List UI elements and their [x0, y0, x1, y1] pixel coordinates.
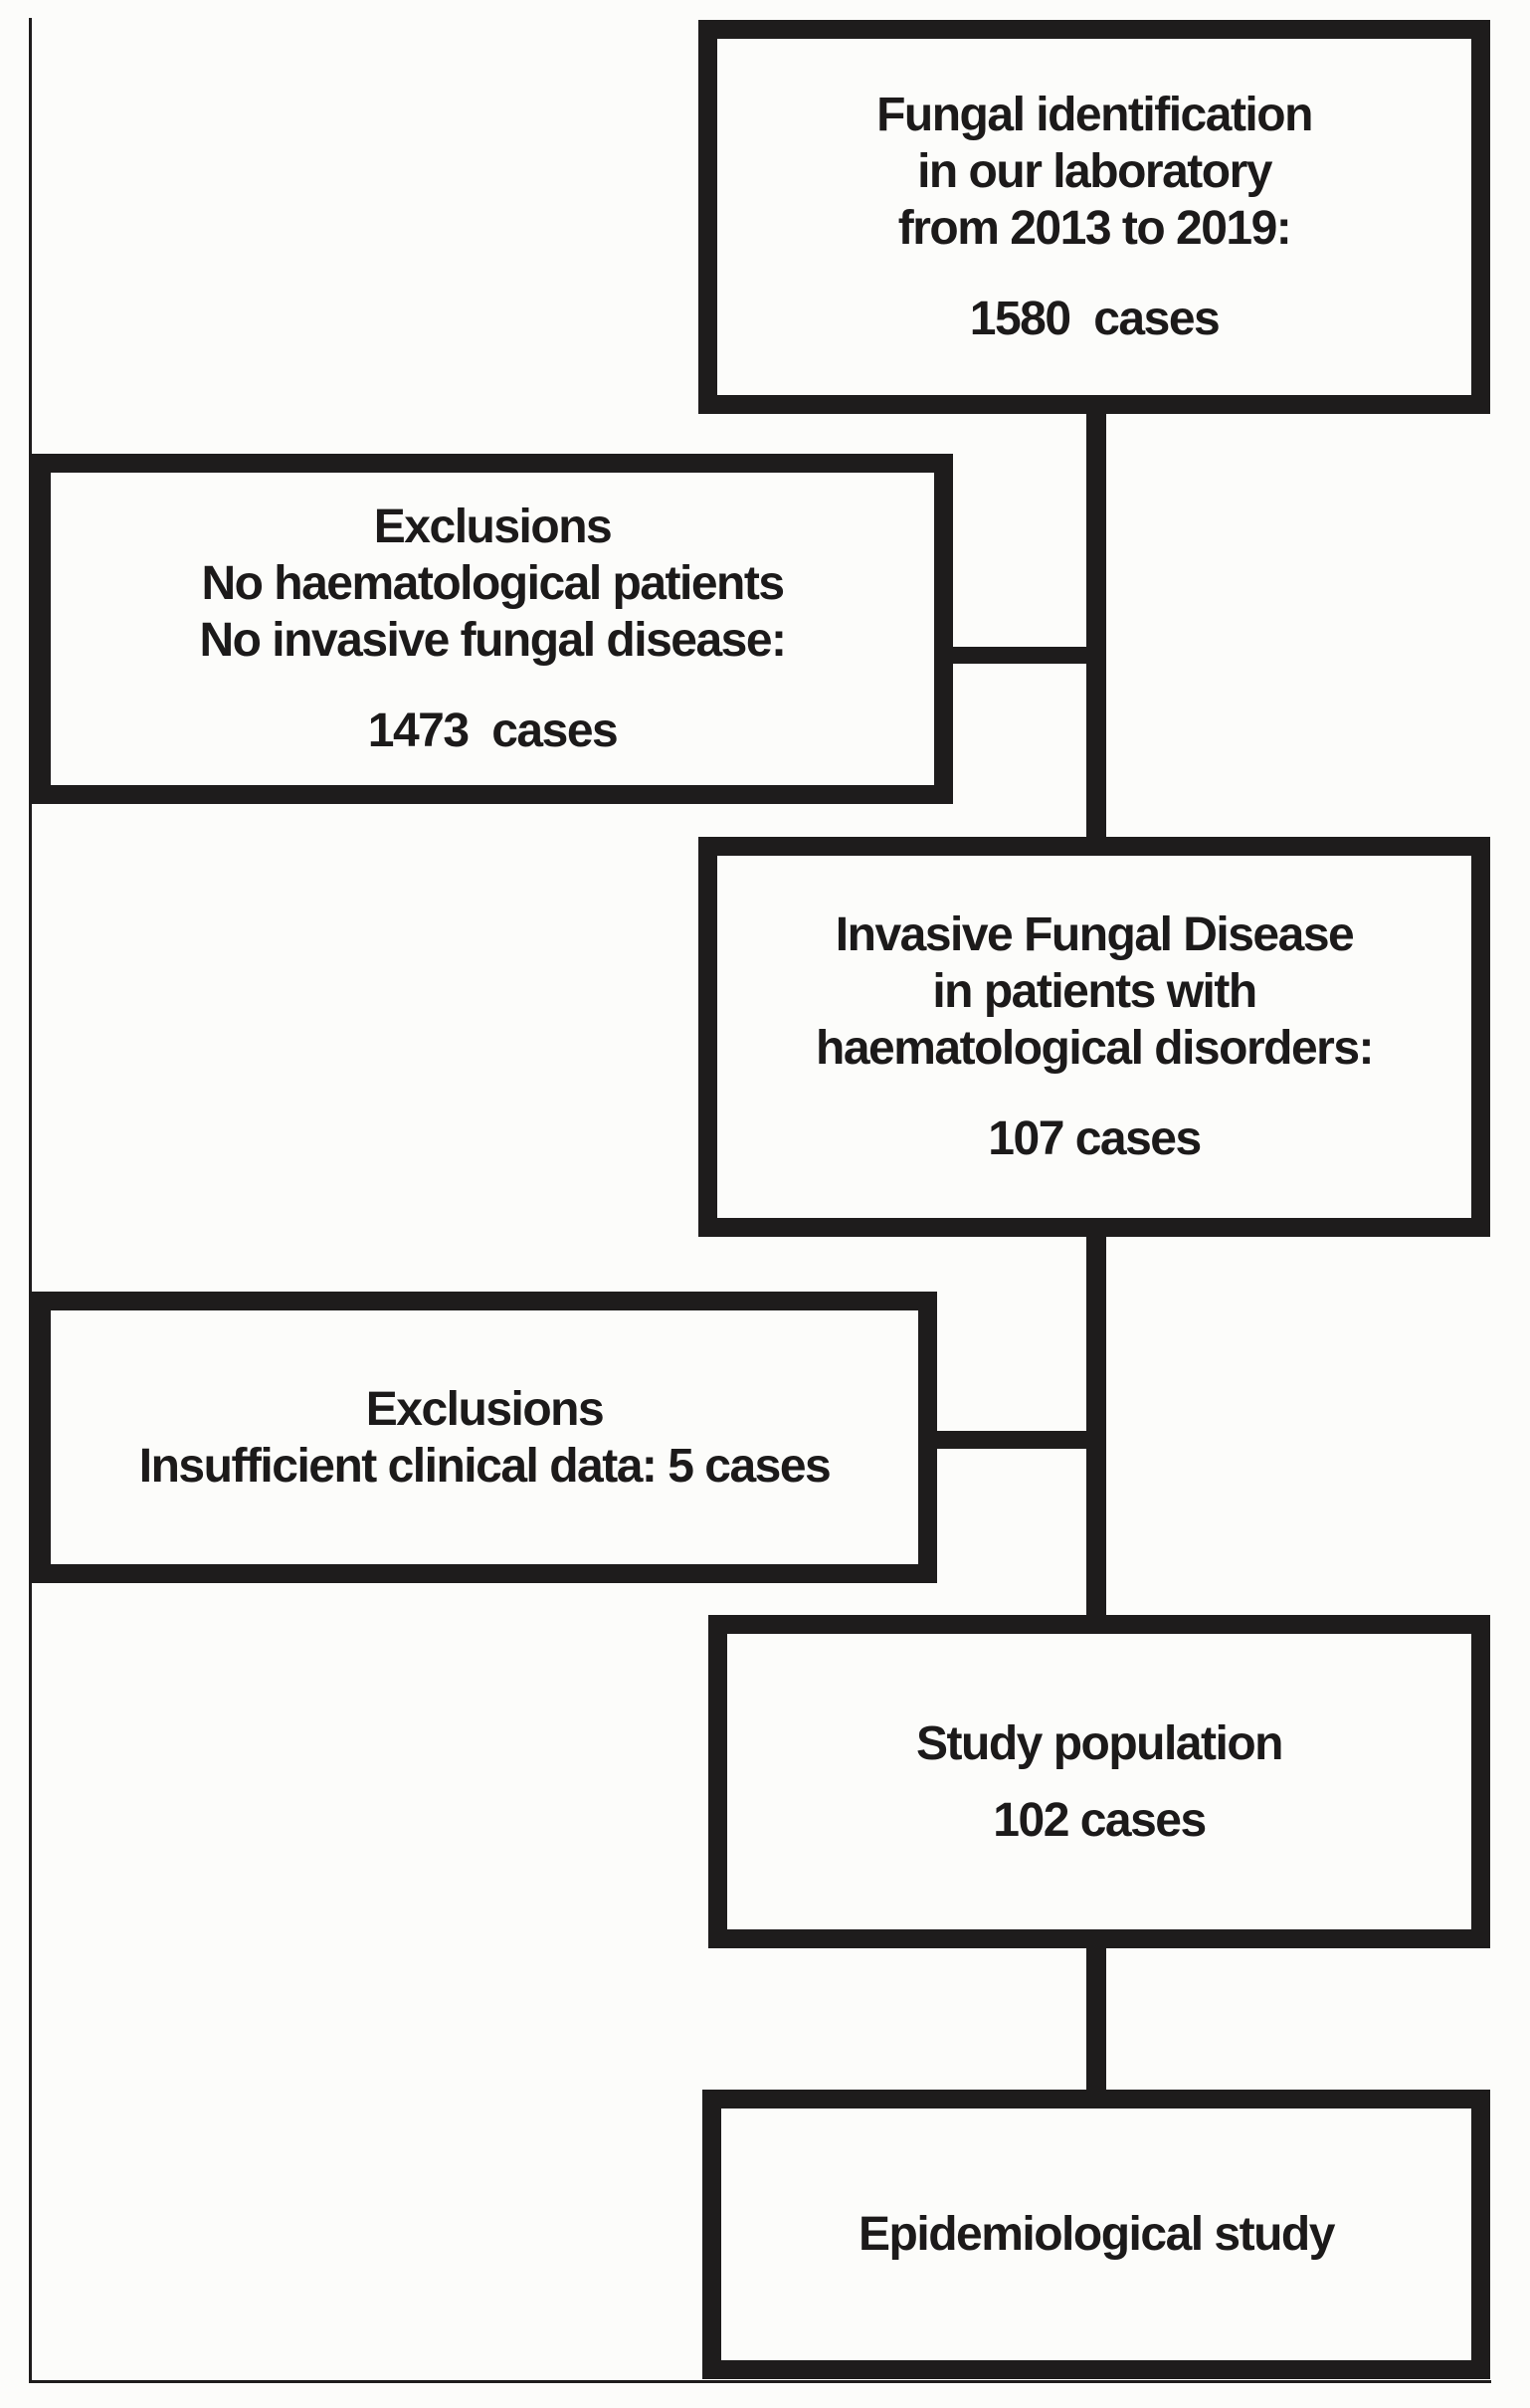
node-text-line: Exclusions	[365, 1382, 605, 1436]
node-lines: Exclusions No haematological patients No…	[199, 499, 787, 669]
page-border-left	[29, 18, 32, 2383]
node-case-count: 107 cases	[988, 1112, 1202, 1165]
connector-exclusions2-branch	[929, 1431, 1106, 1449]
node-lines: Epidemiological study	[859, 2206, 1335, 2263]
node-study-population: Study population 102 cases	[708, 1615, 1490, 1948]
node-text-line: haematological disorders:	[816, 1022, 1375, 1075]
node-text-line: in our laboratory	[917, 145, 1272, 198]
node-text-line: Fungal identification	[876, 89, 1313, 141]
connector-top-to-ifd	[1086, 403, 1106, 851]
node-exclusions-2: Exclusions Insufficient clinical data: 5…	[32, 1292, 937, 1583]
connector-study-to-epi	[1086, 1940, 1106, 2100]
page-border-bottom	[29, 2380, 1491, 2383]
node-lines: Fungal identification in our laboratory …	[876, 87, 1313, 257]
node-epidemiological-study: Epidemiological study	[702, 2090, 1490, 2379]
node-text-line: No invasive fungal disease:	[199, 614, 787, 667]
node-text-line: Insufficient clinical data: 5 cases	[138, 1439, 832, 1493]
node-case-count: 102 cases	[993, 1793, 1207, 1847]
node-text-line: No haematological patients	[201, 557, 785, 610]
node-case-count: 1580 cases	[969, 293, 1221, 345]
node-lines: Study population	[916, 1715, 1283, 1772]
node-text-line: Epidemiological study	[859, 2208, 1335, 2261]
node-text-line: in patients with	[932, 965, 1257, 1018]
node-case-count: 1473 cases	[367, 704, 619, 757]
node-text-line: Exclusions	[373, 501, 613, 553]
node-lines: Invasive Fungal Disease in patients with…	[816, 906, 1375, 1077]
node-lines: Exclusions Insufficient clinical data: 5…	[138, 1381, 832, 1495]
node-text-line: Invasive Fungal Disease	[835, 908, 1355, 961]
node-text-line: Study population	[916, 1716, 1283, 1770]
node-exclusions-1: Exclusions No haematological patients No…	[32, 454, 953, 804]
node-fungal-identification: Fungal identification in our laboratory …	[698, 20, 1490, 414]
node-invasive-fungal-disease: Invasive Fungal Disease in patients with…	[698, 837, 1490, 1237]
connector-exclusions1-branch	[943, 647, 1106, 664]
node-text-line: from 2013 to 2019:	[897, 202, 1292, 255]
connector-ifd-to-study	[1086, 1229, 1106, 1627]
